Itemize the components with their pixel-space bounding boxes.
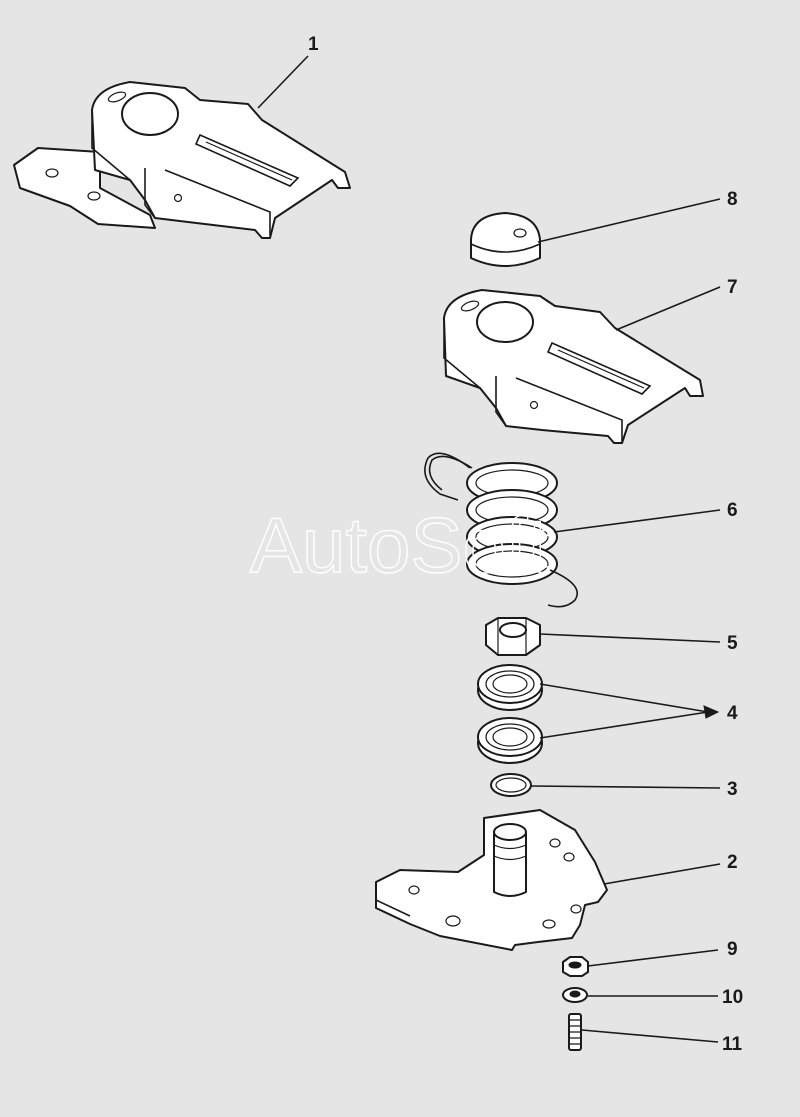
part-11-stud (568, 1013, 582, 1051)
part-4-bearing-lower (477, 717, 543, 764)
callout-10: 10 (722, 987, 743, 1008)
callout-4: 4 (727, 703, 738, 724)
leader-2 (603, 863, 721, 885)
part-4-bearing-upper (477, 664, 543, 711)
leader-lines (257, 55, 721, 1043)
leader-8 (537, 198, 721, 243)
callout-1: 1 (308, 34, 319, 55)
watermark-text: AutoSoft (250, 501, 550, 589)
part-7-bracket (443, 289, 704, 444)
callout-11: 11 (722, 1034, 743, 1055)
part-8-cap (470, 212, 541, 267)
leader-5 (539, 633, 721, 643)
callout-9: 9 (727, 939, 738, 960)
leader-11 (581, 1029, 719, 1043)
leader-6 (553, 509, 721, 533)
part-5-nut (485, 617, 541, 656)
part-3-ring (490, 773, 532, 797)
part-1-bracket-assembly (13, 81, 351, 239)
part-2-base-plate (375, 809, 608, 951)
leader-4a (539, 683, 709, 713)
leader-4-arrow (703, 705, 720, 719)
callout-labels: 1 2 3 4 5 6 7 8 9 10 11 (308, 34, 743, 1055)
leader-9 (587, 949, 719, 967)
part-6-torsion-spring (424, 452, 578, 608)
callout-5: 5 (727, 633, 738, 654)
callout-8: 8 (727, 189, 738, 210)
part-10-washer (562, 987, 588, 1003)
callout-7: 7 (727, 277, 738, 298)
leader-7 (615, 286, 721, 331)
callout-3: 3 (727, 779, 738, 800)
leader-1 (257, 55, 309, 109)
callout-6: 6 (727, 500, 738, 521)
part-9-nut (562, 956, 589, 977)
callout-2: 2 (727, 852, 738, 873)
leader-3 (530, 785, 721, 789)
leader-4b (539, 711, 709, 739)
